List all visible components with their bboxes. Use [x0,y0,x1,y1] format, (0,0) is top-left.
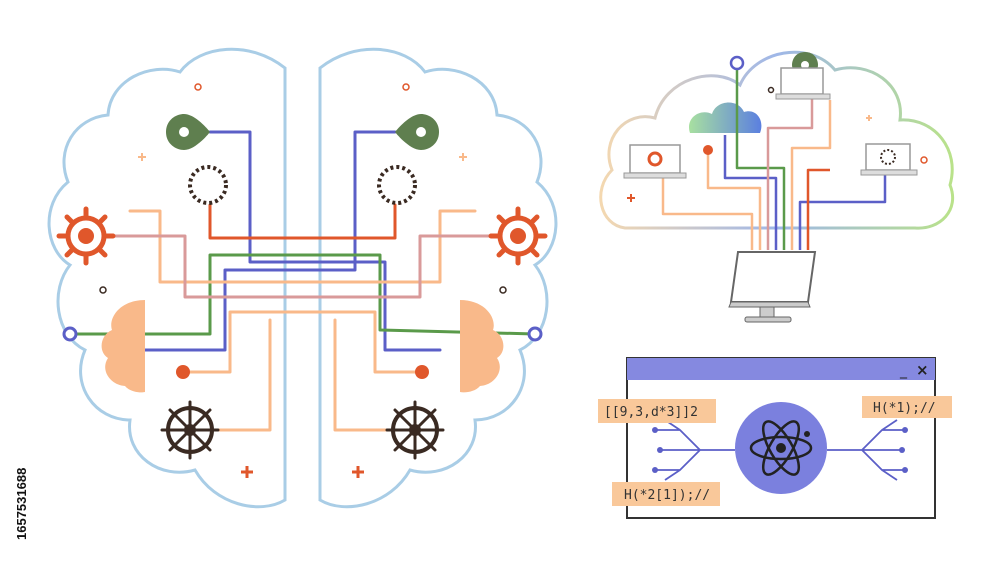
cloud-icon [689,102,762,133]
cloud-line-blue [723,135,778,250]
head-profile-icon [460,300,504,393]
code-window: _ × [[9,3,d*3]]2 [598,357,952,519]
close-button[interactable]: × [916,361,929,379]
cloud-line-orange [706,150,762,250]
cloud-outline [599,50,954,230]
node-dot [415,365,429,379]
decorative-marks [99,83,507,478]
dotted-circle [188,165,228,205]
circuit-blue-right [143,130,397,352]
code-snippet: [[9,3,d*3]]2 [598,399,716,423]
cloud-line-red [806,168,830,250]
minimize-button[interactable]: _ [899,363,908,379]
code-snippet-text: [[9,3,d*3]]2 [604,405,698,420]
dotted-circle [880,149,896,165]
node-circle [62,326,78,342]
cloud-line-green [735,68,786,250]
code-snippet-text: H(*1);// [873,401,936,416]
circuit-green-left [68,253,537,336]
cloud-network-illustration [599,50,954,323]
circuit-red [208,203,397,240]
map-pin-icon [395,114,439,150]
code-snippet: H(*1);// [862,396,952,418]
brain-right-hemisphere [318,47,558,509]
brain-illustration [47,47,558,509]
node-dot [176,365,190,379]
decorative-marks [627,86,928,202]
stock-id: 1657531688 [14,468,29,540]
cloud-line-peach [661,178,754,250]
dotted-circle [377,165,417,205]
circuit-branch-left [655,419,735,481]
circuit-peach-lower-left [183,310,422,374]
monitor-icon [728,251,817,323]
laptop-icon [775,67,831,100]
head-profile-icon [101,300,145,393]
circuit-blue-left [208,130,442,352]
node-dot [703,145,713,155]
cloud-line-blue2 [798,165,887,250]
cloud-line-peach2 [790,100,832,250]
ship-wheel-icon [160,400,220,460]
circuit-peach-gear-right [333,318,392,432]
node-circle [729,55,745,71]
laptop-icon [623,144,687,179]
cloud-line-pink [766,98,814,250]
gear-icon [56,206,116,266]
node-circle [527,326,543,342]
ship-wheel-icon [385,400,445,460]
window-title-bar [627,358,935,380]
map-pin-icon [166,114,210,150]
circuit-peach-left [128,209,477,284]
gear-icon [647,151,663,167]
gear-icon [488,206,548,266]
code-snippet: H(*2[1]);// [612,482,720,506]
atom-icon [735,402,827,494]
circuit-branch-right [827,419,905,481]
circuit-pink [108,234,497,299]
code-snippet-text: H(*2[1]);// [624,488,710,503]
laptop-icon [860,143,918,176]
circuit-peach-gear-left [213,318,272,432]
brain-left-hemisphere [47,47,287,509]
